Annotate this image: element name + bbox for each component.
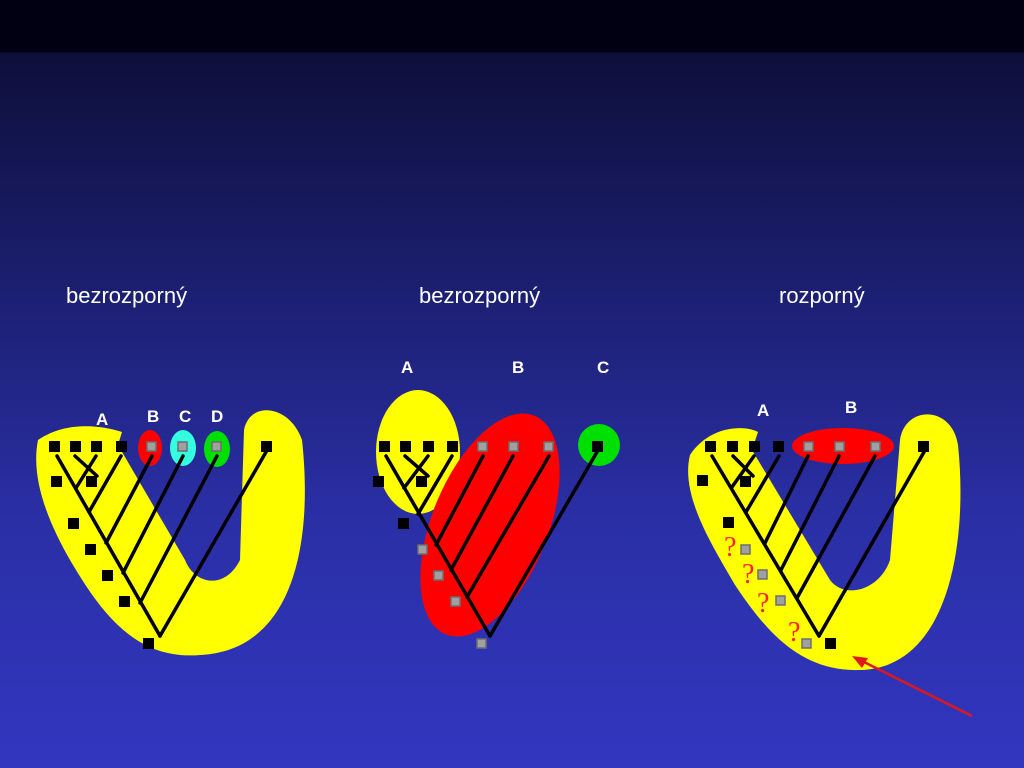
leaf-black — [49, 441, 60, 452]
node-black — [398, 518, 409, 529]
tree-edge — [158, 450, 268, 638]
node-black — [697, 475, 708, 486]
yellow-group-region — [376, 390, 460, 514]
group-label-b: B — [845, 398, 857, 417]
root-node — [825, 638, 836, 649]
leaf-black — [447, 441, 458, 452]
group-label-b: B — [147, 407, 159, 426]
tree-edge — [434, 454, 485, 547]
node-grey — [417, 544, 428, 555]
leaf-black — [379, 441, 390, 452]
group-label-a: A — [757, 401, 769, 420]
tree-edge — [104, 454, 154, 545]
tree-edge — [55, 454, 162, 638]
red-group-region — [420, 413, 560, 637]
leaf-grey — [477, 441, 488, 452]
tree-edge — [795, 454, 877, 600]
tree-edge — [74, 454, 98, 490]
tree-edge — [402, 454, 430, 490]
leaf-grey — [146, 441, 157, 452]
panel-1-caption: bezrozporný — [66, 283, 187, 308]
tree-edge — [138, 454, 219, 605]
leaf-black — [91, 441, 102, 452]
leaf-black — [261, 441, 272, 452]
question-mark: ? — [788, 617, 800, 648]
tree-edge — [488, 450, 599, 638]
tree-edge — [73, 454, 99, 478]
tree-edge — [449, 454, 515, 572]
question-mark: ? — [757, 588, 769, 619]
panel-1: bezrozporný A B C D — [36, 283, 305, 656]
node-black — [119, 596, 130, 607]
tree-edge — [403, 454, 430, 478]
question-mark: ? — [742, 559, 754, 590]
leaf-grey — [834, 441, 845, 452]
tree-edge — [744, 454, 781, 514]
root-node — [143, 638, 154, 649]
group-label-c: C — [179, 407, 191, 426]
leaf-black — [749, 441, 760, 452]
leaf-black — [70, 441, 81, 452]
leaf-black — [400, 441, 411, 452]
leaf-black — [773, 441, 784, 452]
tree-edge — [87, 454, 123, 514]
leaf-grey — [177, 441, 188, 452]
node-grey — [757, 569, 768, 580]
node-black — [85, 544, 96, 555]
leaf-black — [423, 441, 434, 452]
panel-3-caption: rozporný — [779, 283, 865, 308]
node-grey — [450, 596, 461, 607]
leaf-black — [727, 441, 738, 452]
node-grey — [433, 570, 444, 581]
question-mark: ? — [724, 532, 736, 563]
leaf-black — [705, 441, 716, 452]
panel-2-caption: bezrozporný — [419, 283, 540, 308]
leaf-grey — [870, 441, 881, 452]
node-black — [416, 476, 427, 487]
leaf-black — [918, 441, 929, 452]
node-grey — [775, 595, 786, 606]
group-label-a: A — [401, 358, 413, 377]
leaf-grey — [211, 441, 222, 452]
node-black — [68, 518, 79, 529]
node-black — [102, 570, 113, 581]
leaf-grey — [508, 441, 519, 452]
node-black — [51, 476, 62, 487]
tree-edge — [730, 454, 756, 489]
node-black — [723, 517, 734, 528]
leaf-grey — [543, 441, 554, 452]
node-grey — [801, 638, 812, 649]
tree-edge — [121, 454, 185, 575]
group-label-c: C — [597, 358, 609, 377]
yellow-group-region — [688, 414, 961, 671]
group-label-b: B — [512, 358, 524, 377]
tree-edge — [710, 454, 821, 638]
tree-edge — [763, 454, 810, 545]
node-black — [373, 476, 384, 487]
leaf-black — [116, 441, 127, 452]
pointer-arrow-line — [861, 659, 973, 718]
pointer-arrow-head — [852, 656, 868, 668]
node-black — [86, 476, 97, 487]
panel-3: ? ? ? ? rozporný A B — [688, 283, 973, 718]
yellow-group-region — [36, 410, 305, 656]
tree-edge — [731, 454, 755, 478]
panel-2: bezrozporný A B C — [373, 283, 620, 649]
leaf-black — [592, 441, 603, 452]
node-grey — [740, 544, 751, 555]
tree-edge — [817, 450, 926, 638]
tree-edge — [416, 454, 454, 516]
tree-edge — [465, 454, 551, 599]
leaf-grey — [803, 441, 814, 452]
group-label-a: A — [96, 410, 108, 429]
tree-edge — [779, 454, 841, 572]
root-node-grey — [476, 638, 487, 649]
node-black — [740, 476, 751, 487]
group-label-d: D — [211, 407, 223, 426]
